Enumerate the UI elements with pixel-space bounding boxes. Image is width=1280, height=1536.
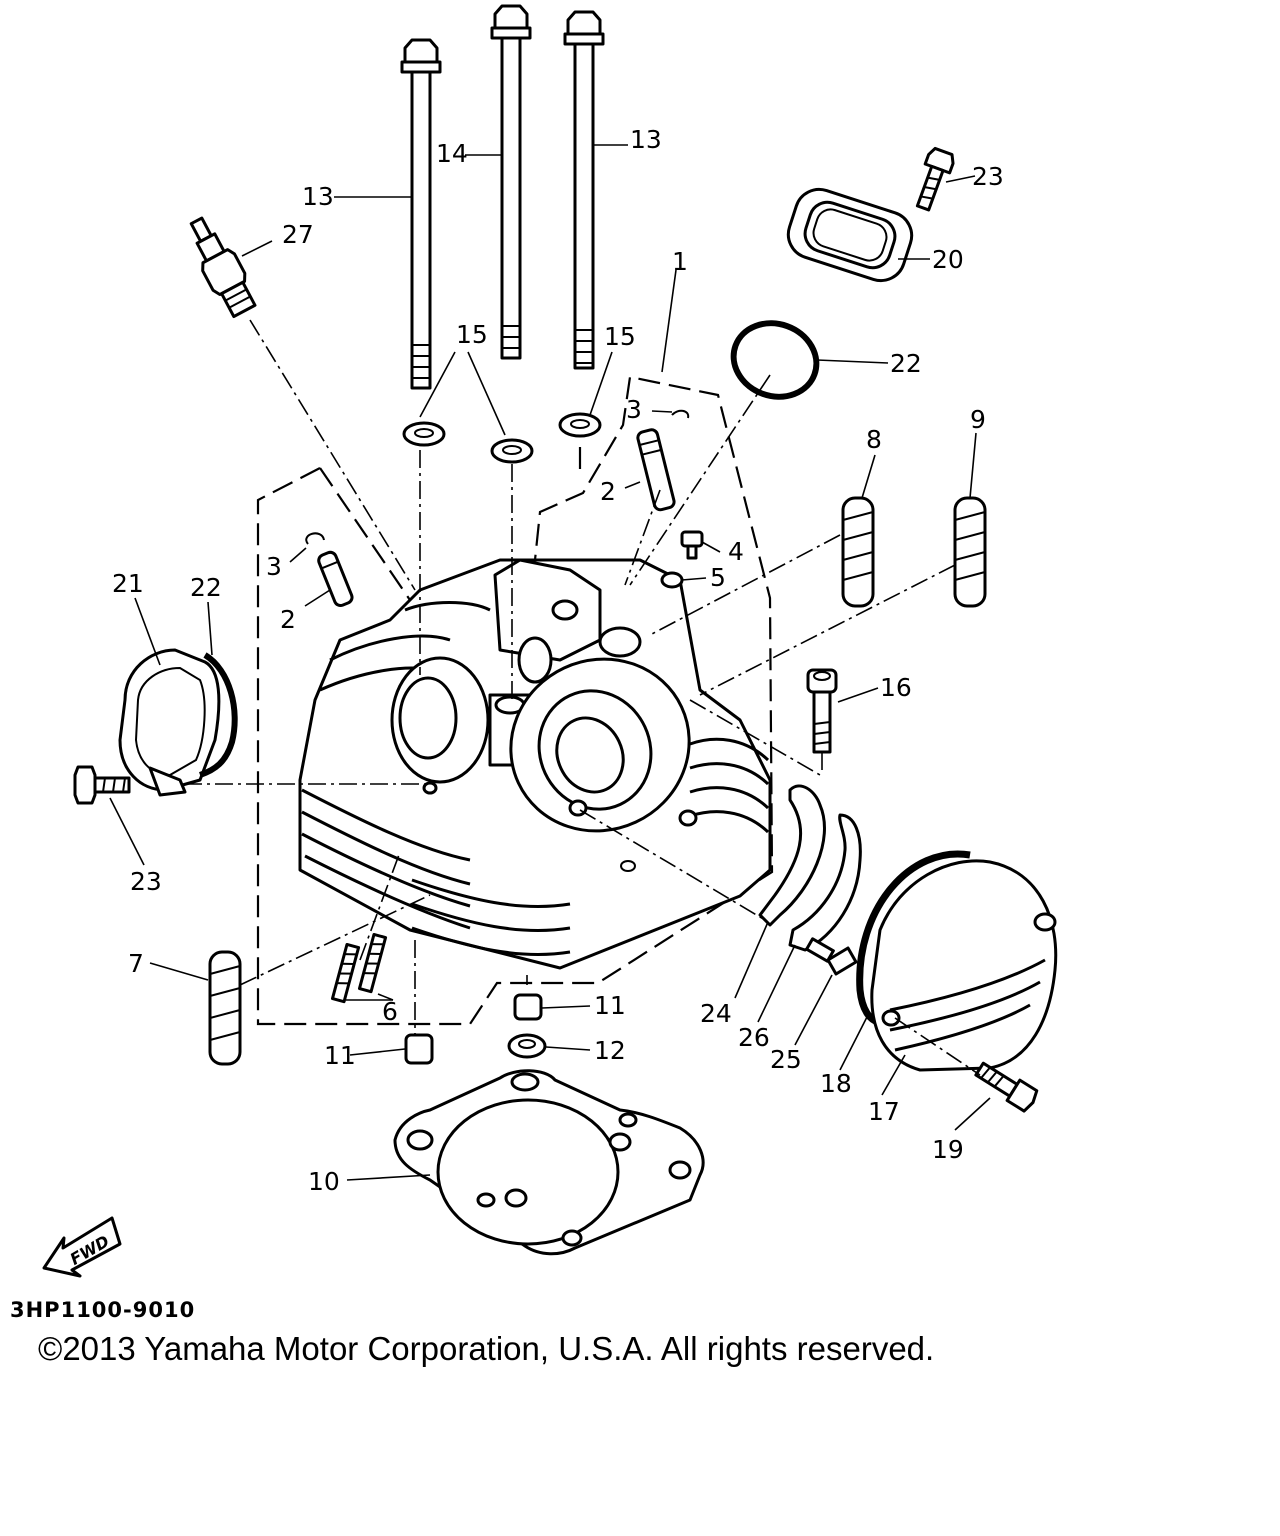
callout-22: 22 <box>890 349 922 378</box>
callout-7: 7 <box>128 949 144 978</box>
gasket-24 <box>758 784 826 927</box>
callout-13: 13 <box>630 125 662 154</box>
callout-21: 21 <box>112 569 144 598</box>
callout-18: 18 <box>820 1069 852 1098</box>
head-bolt-right <box>563 10 605 370</box>
callout-8: 8 <box>866 425 882 454</box>
callout-25: 25 <box>770 1045 802 1074</box>
callout-26: 26 <box>738 1023 770 1052</box>
callout-4: 4 <box>728 537 744 566</box>
callout-6: 6 <box>382 997 398 1026</box>
bolt-16 <box>806 668 838 754</box>
callout-11: 11 <box>594 991 626 1020</box>
copyright-notice: ©2013 Yamaha Motor Corporation, U.S.A. A… <box>38 1330 935 1367</box>
callout-15: 15 <box>456 320 488 349</box>
o-ring-22-top <box>730 320 820 400</box>
stud-bolts <box>330 932 388 1004</box>
head-bolt-center <box>490 4 532 360</box>
dowel-pin-7 <box>208 950 242 1066</box>
callout-15: 15 <box>604 322 636 351</box>
bolt-25 <box>805 937 858 976</box>
callout-9: 9 <box>970 405 986 434</box>
bolt-23-left <box>73 765 131 805</box>
valve-guide-lower <box>317 550 354 608</box>
callout-16: 16 <box>880 673 912 702</box>
washer-left <box>402 421 446 447</box>
callout-14: 14 <box>436 139 468 168</box>
head-gasket <box>393 1069 705 1256</box>
callout-22: 22 <box>190 573 222 602</box>
diagram-reference-code: 3HP1100-9010 <box>10 1298 196 1322</box>
cylinder-head <box>298 558 772 970</box>
camshaft-cover <box>870 859 1058 1072</box>
callout-2: 2 <box>600 477 616 506</box>
oil-seal-12 <box>507 1033 547 1059</box>
callout-5: 5 <box>710 563 726 592</box>
callout-24: 24 <box>700 999 732 1028</box>
callout-12: 12 <box>594 1036 626 1065</box>
collar-11-right <box>513 993 543 1021</box>
callout-23: 23 <box>972 162 1004 191</box>
callout-3: 3 <box>266 552 282 581</box>
circlip-lower <box>305 532 325 545</box>
callout-27: 27 <box>282 220 314 249</box>
dowel-pin-9 <box>953 496 987 608</box>
callout-20: 20 <box>932 245 964 274</box>
tappet-cover-left <box>118 648 221 797</box>
washer-5 <box>660 571 684 589</box>
fwd-arrow-icon: FWD <box>42 1216 122 1278</box>
callout-23: 23 <box>130 867 162 896</box>
callout-10: 10 <box>308 1167 340 1196</box>
valve-guide-upper <box>636 428 676 512</box>
washer-center <box>490 438 534 464</box>
callout-17: 17 <box>868 1097 900 1126</box>
dowel-pin-8 <box>841 496 875 608</box>
washer-right <box>558 412 602 438</box>
screw-4 <box>680 530 704 560</box>
callout-3: 3 <box>626 395 642 424</box>
o-ring-18 <box>856 850 971 1026</box>
intake-joint <box>786 187 914 283</box>
leader-lines <box>109 144 991 1181</box>
callout-2: 2 <box>280 605 296 634</box>
callout-19: 19 <box>932 1135 964 1164</box>
circlip-upper <box>671 409 690 419</box>
head-bolt-left <box>400 38 442 390</box>
bolt-19 <box>974 1061 1039 1113</box>
collar-11-left <box>404 1033 434 1065</box>
callout-labels: 1 2 2 3 3 4 5 6 7 8 9 10 11 11 12 13 13 … <box>112 125 1004 1196</box>
cylinder-head-assembly-outline <box>256 375 774 1026</box>
bolt-23-top <box>915 146 955 212</box>
callout-13: 13 <box>302 182 334 211</box>
o-ring-22-left <box>198 652 238 778</box>
spark-plug <box>189 216 257 319</box>
callout-1: 1 <box>672 247 688 276</box>
gasket-26 <box>788 813 862 952</box>
callout-11: 11 <box>324 1041 356 1070</box>
